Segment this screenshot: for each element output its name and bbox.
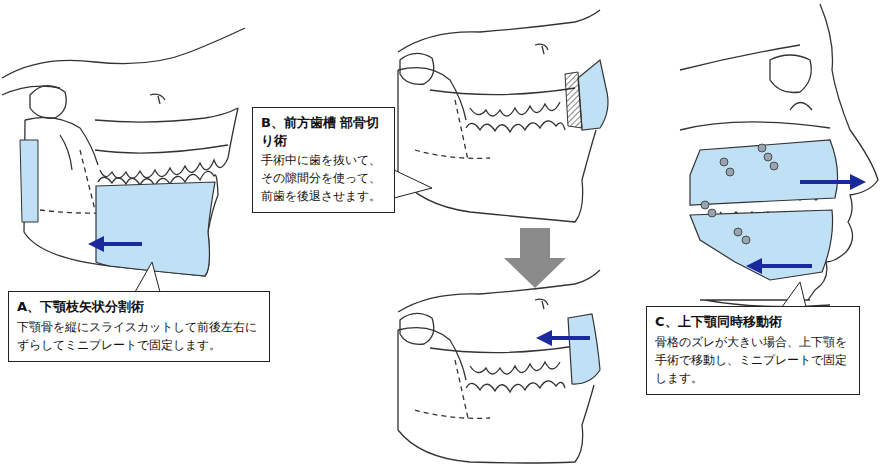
callout-pointer — [782, 282, 806, 307]
callout-pointer — [394, 170, 432, 198]
skull-a — [2, 28, 245, 276]
callout-heading: B、前方歯槽 部骨切り術 — [261, 114, 386, 149]
maxilla-highlight — [690, 140, 838, 205]
extracted-tooth — [565, 72, 582, 128]
callout-body: 手術中に歯を抜いて、その隙間分を使って、前歯を後退させます。 — [261, 151, 386, 205]
mandible-highlight — [96, 182, 215, 276]
callout-body: 骨格のズレが大きい場合、上下顎を手術で移動し、ミニプレートで固定します。 — [655, 333, 851, 387]
ramus-highlight — [20, 140, 38, 222]
face-c — [680, 4, 878, 307]
move-arrow — [800, 174, 866, 190]
callout-box: C、上下顎同時移動術骨格のズレが大きい場合、上下顎を手術で移動し、ミニプレートで… — [646, 306, 860, 395]
skull-b-after — [398, 270, 600, 463]
anterior-segment-moved — [568, 314, 600, 384]
move-arrow — [88, 236, 142, 252]
callout-box: B、前方歯槽 部骨切り術手術中に歯を抜いて、その隙間分を使って、前歯を後退させま… — [252, 107, 395, 213]
callout-heading: C、上下顎同時移動術 — [655, 313, 851, 331]
callout-pointer — [135, 262, 160, 292]
move-arrow — [746, 258, 812, 274]
move-arrow — [536, 330, 590, 346]
down-arrow — [504, 228, 566, 288]
mandible-highlight — [690, 210, 833, 280]
anterior-segment — [578, 60, 608, 130]
callout-box: A、下顎枝矢状分割術下顎骨を縦にスライスカットして前後左右にずらしてミニプレート… — [8, 291, 270, 362]
callout-body: 下顎骨を縦にスライスカットして前後左右にずらしてミニプレートで固定します。 — [17, 318, 261, 354]
mini-plates — [701, 144, 778, 244]
callout-heading: A、下顎枝矢状分割術 — [17, 298, 261, 316]
skull-b-before — [398, 10, 600, 222]
